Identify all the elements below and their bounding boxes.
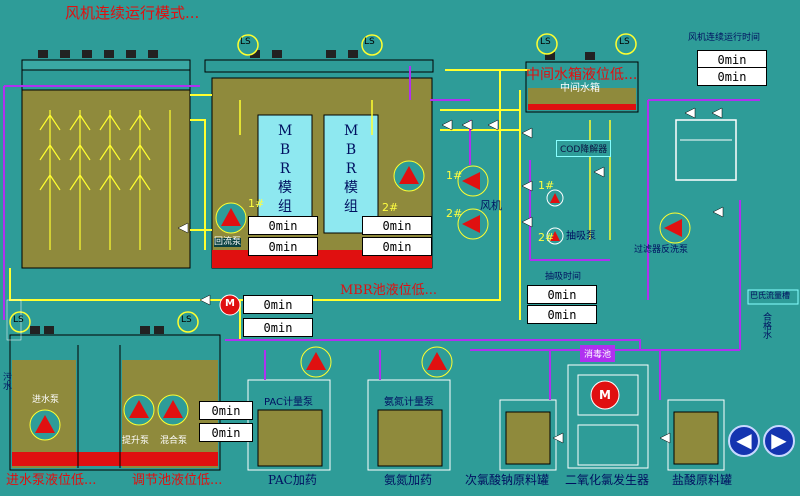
mbr2-time-value-2: 0min (362, 237, 432, 256)
regulating-low-alarm: 调节池液位低... (132, 473, 223, 488)
next-page-button[interactable]: ▶ (763, 425, 795, 457)
mid-tank-label: 中间水箱 (560, 83, 600, 94)
settling-tank (21, 50, 191, 269)
suction-time-value-2: 0min (527, 305, 597, 324)
pac-meter-label: PAC计量泵 (264, 397, 314, 408)
clo2-generator-label: 二氧化氯发生器 (565, 473, 650, 487)
mbr-low-alarm: MBR池液位低... (340, 283, 438, 298)
prev-page-button[interactable]: ◀ (728, 425, 760, 457)
mbr-motor-time-value-1: 0min (243, 295, 313, 314)
mbr-pump2-label: 2# (382, 201, 399, 214)
ammonia-dosing-label: 氨氮加药 (384, 473, 433, 487)
ls-sensors (9, 33, 637, 333)
fan-label: 风机 (480, 199, 502, 212)
mbr-motor-time-value-2: 0min (243, 318, 313, 337)
mode-status-text: 风机连续运行模式... (65, 4, 200, 22)
mix-pump-label: 混合泵 (160, 436, 188, 446)
lift-time-value-2: 0min (199, 423, 253, 442)
ls-label-6: LS (181, 315, 192, 325)
ls-label-3: LS (540, 37, 551, 47)
fan-time-label: 风机连续运行时间 (688, 33, 761, 43)
suction-time-label: 抽吸时间 (545, 272, 582, 282)
valves (177, 107, 724, 444)
suction-pump2-label: 2# (538, 231, 555, 244)
return-pump-label: 回流泵 (214, 237, 242, 247)
ls-label-5: LS (13, 315, 24, 325)
motor-icon: M (225, 298, 235, 309)
filter-backwash-label: 过滤器反洗泵 (634, 245, 689, 255)
ammonia-meter-label: 氨氮计量泵 (384, 397, 434, 408)
flowmeter-label: 巴氏流量槽 (750, 291, 790, 300)
mid-tank-alarm: 中间水箱液位低... (526, 67, 638, 83)
fan-time-value-2: 0min (697, 67, 767, 86)
disinfect-tank-label: 消毒池 (580, 345, 616, 362)
hcl-tank-label: 盐酸原料罐 (672, 473, 733, 487)
mbr1-time-value-2: 0min (248, 237, 318, 256)
inlet-low-alarm: 进水泵液位低... (6, 473, 97, 488)
ls-label-4: LS (619, 37, 630, 47)
suction-pump1-label: 1# (538, 179, 555, 192)
pac-dosing-label: PAC加药 (268, 473, 317, 487)
inlet-pump-label: 进水泵 (32, 395, 60, 405)
pumps (29, 160, 691, 441)
lift-time-value-1: 0min (199, 401, 253, 420)
mid-water-tank (525, 52, 639, 113)
dosing-tanks (247, 364, 725, 471)
clo2-motor-icon: M (599, 388, 611, 402)
hypochlorite-tank-label: 次氯酸钠原料罐 (465, 473, 550, 487)
mbr1-time-value-1: 0min (248, 216, 318, 235)
fan1-label: 1# (446, 169, 463, 182)
suction-time-value-1: 0min (527, 285, 597, 304)
ls-label-1: LS (240, 37, 251, 47)
lift-pump-label: 提升泵 (122, 436, 150, 446)
mbr2-time-value-1: 0min (362, 216, 432, 235)
fan2-label: 2# (446, 207, 463, 220)
suction-pump-label: 抽吸泵 (566, 231, 596, 242)
sewage-label: 污水 (1, 372, 11, 390)
cod-degrader-label: COD降解器 (556, 140, 612, 157)
ls-label-2: LS (364, 37, 375, 47)
qualified-water-label: 合格水 (761, 312, 771, 339)
filter-unit (675, 119, 737, 181)
mbr-pump1-label: 1# (248, 197, 265, 210)
